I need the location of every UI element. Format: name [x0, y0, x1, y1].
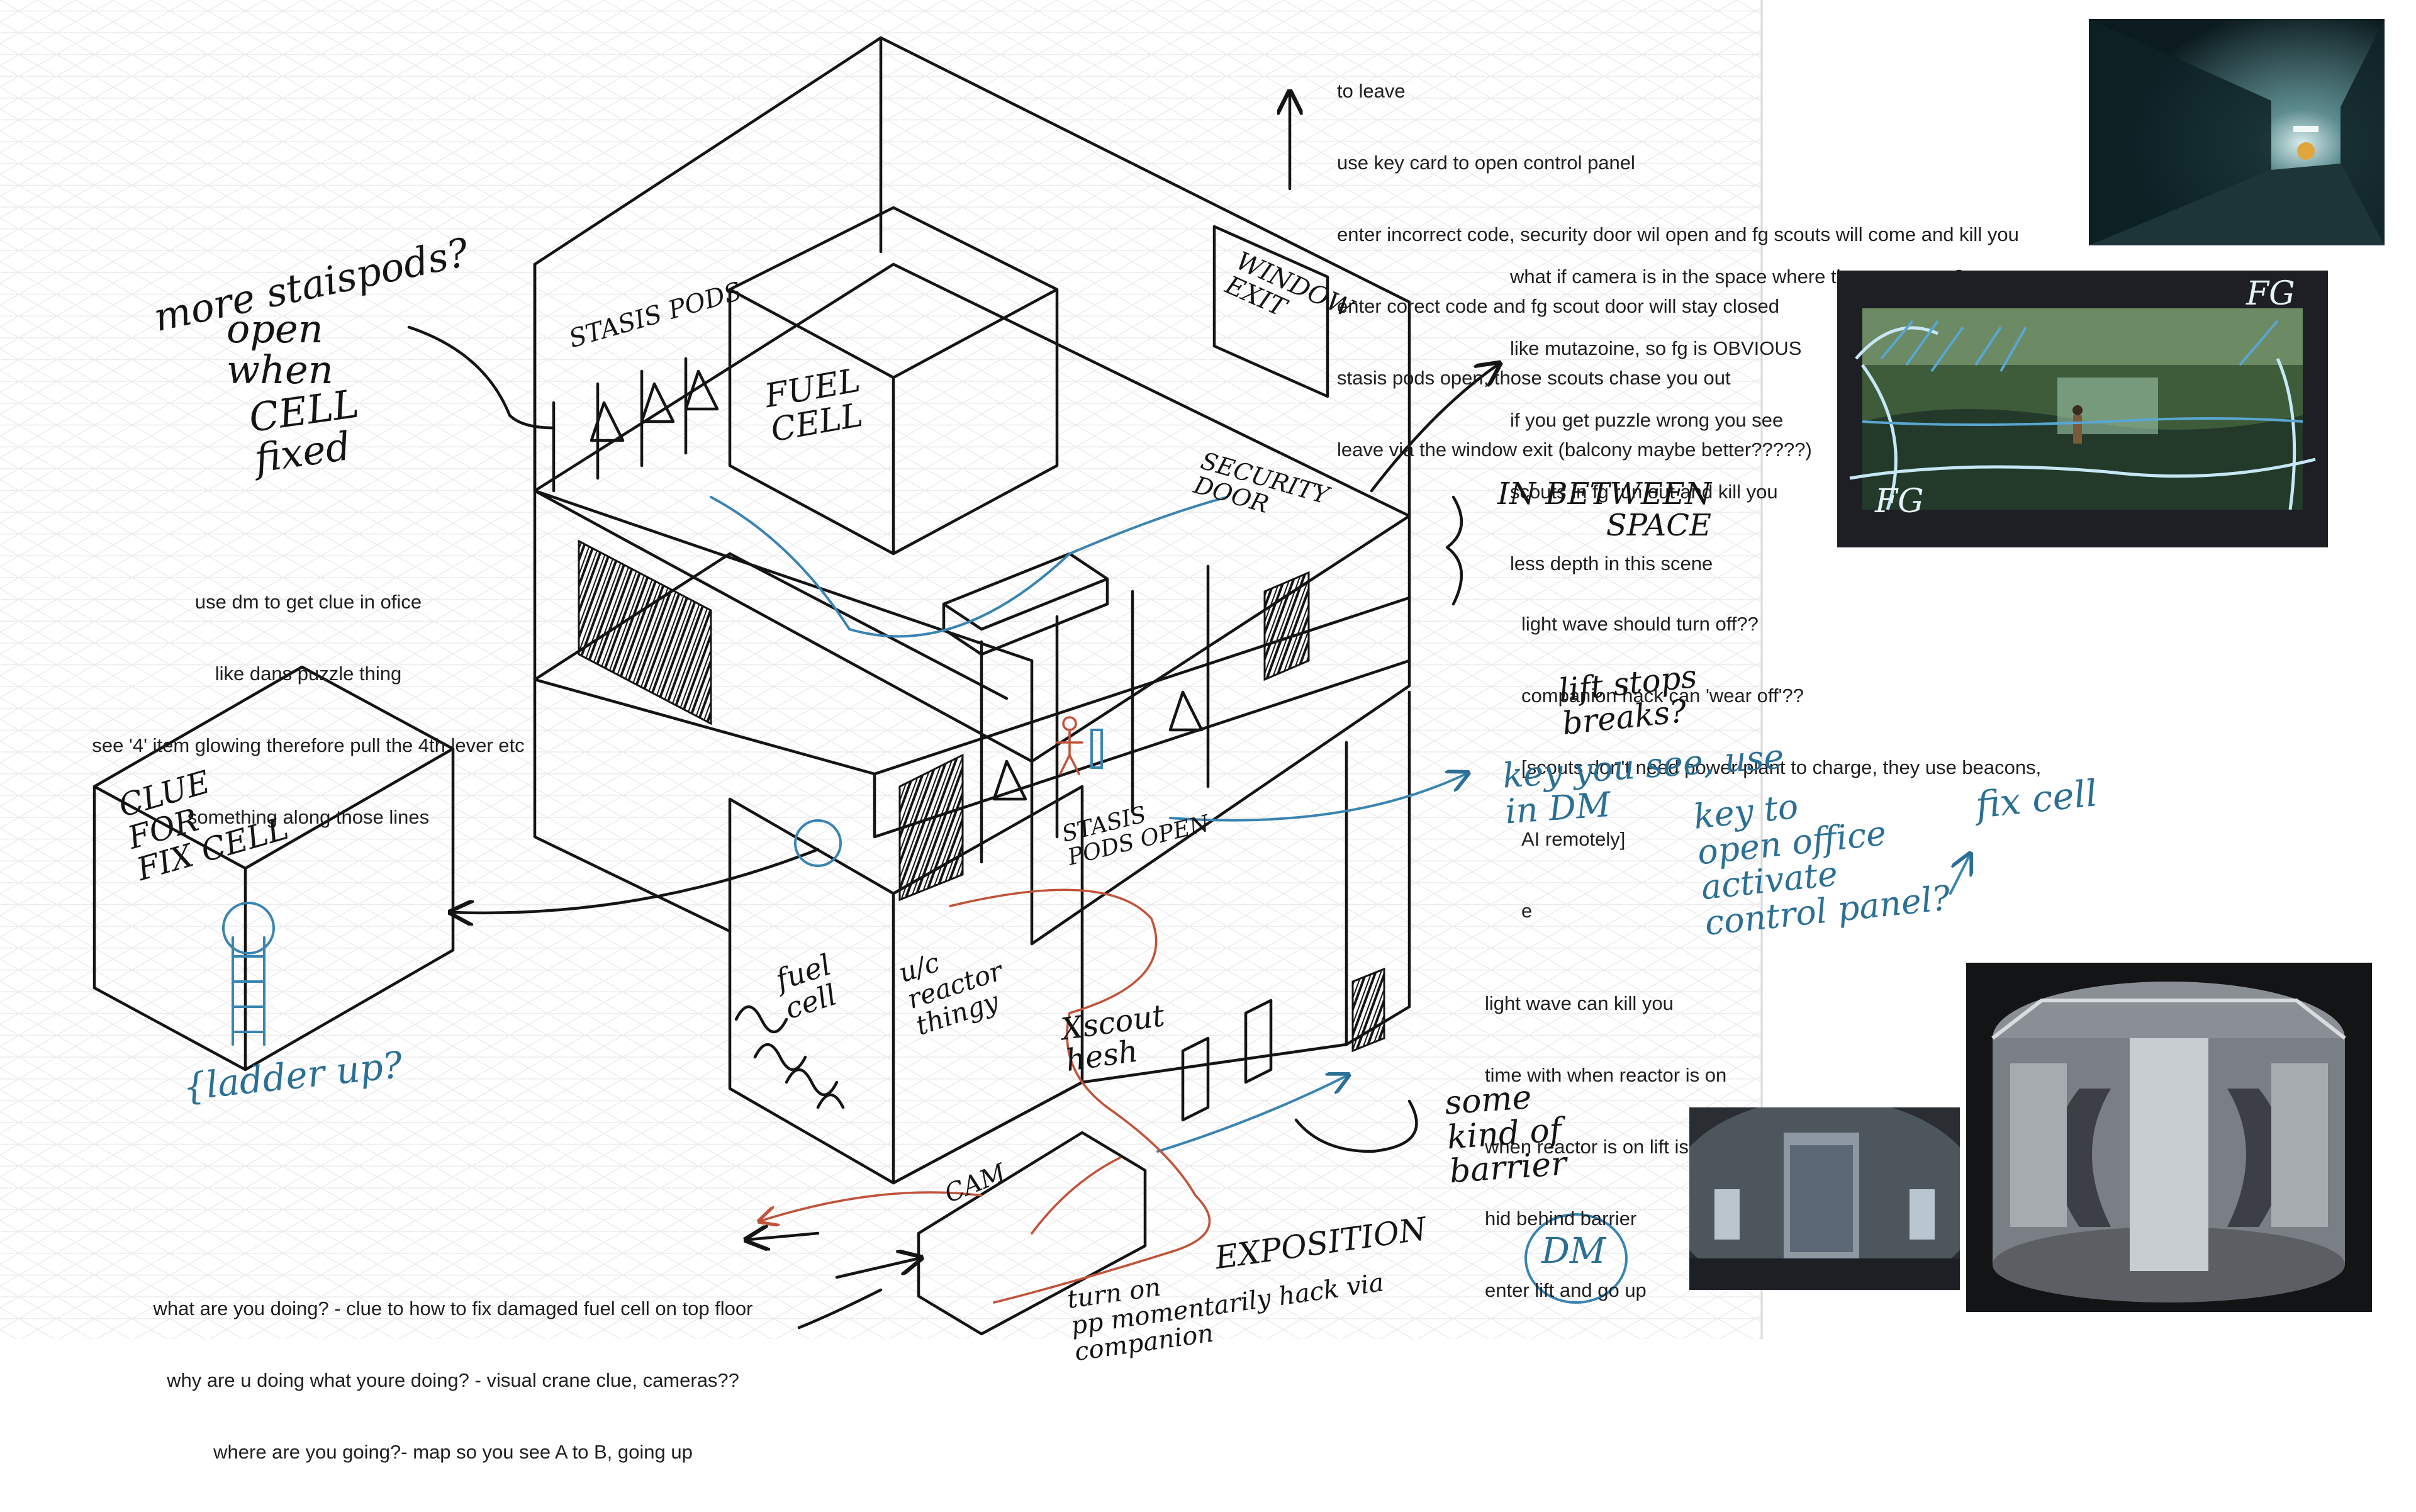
building-outline	[533, 36, 1411, 946]
note-line: stasis pods open, those scouts chase you…	[1337, 367, 1731, 389]
note-line: enter incorrect code, security door wil …	[1337, 223, 2019, 245]
ladder-circle	[222, 902, 275, 955]
pod-frames	[552, 357, 688, 493]
blue-path-top	[710, 496, 1228, 638]
note-line: why are u doing what youre doing? - visu…	[167, 1369, 739, 1391]
blue-key-arrow	[1169, 774, 1466, 822]
note-line: light wave should turn off??	[1521, 613, 1759, 635]
in-between-brace	[1445, 495, 1463, 606]
reference-image-reactor-interior	[1689, 1107, 1960, 1290]
note-line: like mutazoine, so fg is OBVIOUS	[1510, 337, 1802, 359]
note-line: light wave can kill you	[1485, 992, 1674, 1014]
hatched-area-right	[1263, 571, 1310, 681]
ground-line	[892, 1043, 1348, 1185]
hand-cell-fixed: CELL fixed	[246, 380, 362, 482]
notes-dm-block: use dm to get clue in ofice like dans pu…	[25, 542, 591, 877]
hand-lift-stops: lift stops breaks?	[1557, 658, 1699, 742]
note-line: time with when reactor is on	[1485, 1064, 1727, 1086]
hand-fg-top: FG	[2246, 275, 2295, 313]
red-route-inner	[1031, 1156, 1121, 1235]
red-person	[1056, 716, 1083, 775]
fix-cell-arrow	[1949, 856, 1969, 895]
note-line: something along those lines	[187, 806, 430, 828]
note-line: leave via the window exit (balcony maybe…	[1337, 439, 1812, 461]
hand-key-to-open: key to open office activate control pane…	[1691, 786, 1952, 943]
note-line: enter corect code and fg scout door will…	[1337, 295, 1780, 317]
hatched-area-left	[578, 539, 712, 725]
notes-lightwave-block: light wave should turn off?? companion h…	[1521, 564, 2041, 971]
note-line: like dans puzzle thing	[215, 663, 402, 685]
camera-pointer-arrow	[1370, 365, 1497, 493]
hatched-lift	[1351, 967, 1385, 1053]
barrier-pointer	[1294, 1099, 1418, 1153]
note-line: hid behind barrier	[1485, 1207, 1637, 1229]
stasis-curve-pointer	[407, 325, 556, 430]
fuel-cell-coils	[734, 1005, 845, 1109]
building-left-wall	[533, 262, 732, 933]
note-line: use key card to open control panel	[1337, 152, 1635, 174]
fuel-cell-cube	[728, 206, 1059, 556]
note-line: to leave	[1337, 80, 1406, 102]
reference-image-reactor-cutaway	[1966, 963, 2372, 1312]
note-line: less depth in this scene	[1510, 552, 1713, 574]
notes-questions-block: what are you doing? - clue to how to fix…	[101, 1249, 805, 1512]
cam-pointer-arrow	[835, 1258, 919, 1279]
stasis-row	[980, 564, 1210, 864]
hand-open-when: open when	[226, 306, 333, 393]
hatched-area-mid	[898, 753, 964, 902]
red-route-left	[761, 1191, 983, 1221]
hand-fuel-cell-top: FUEL CELL	[762, 361, 866, 449]
note-line: [scouts don't need power plant to charge…	[1521, 756, 2042, 778]
note-line: scouts in fg run out and kill you	[1510, 481, 1778, 503]
to-clue-room-arrow	[453, 848, 820, 913]
note-line: e	[1521, 900, 1533, 922]
note-line: what are you doing? - clue to how to fix…	[153, 1297, 753, 1319]
ladder	[232, 936, 266, 1046]
blue-key-card	[1090, 729, 1103, 769]
hand-in-between: IN BETWEEN SPACE	[1497, 476, 1711, 544]
notes-leave-block: to leave use key card to open control pa…	[1337, 31, 2019, 510]
note-line: use dm to get clue in ofice	[194, 591, 422, 613]
bottom-arrow-left	[749, 1233, 820, 1240]
sketch-drawing	[0, 0, 2416, 1339]
window-exit-frame	[1212, 225, 1329, 398]
note-line: see '4' item glowing therefore pull the …	[92, 734, 525, 756]
dm-circle	[1524, 1213, 1628, 1304]
cam-room	[917, 1131, 1147, 1336]
blue-marker-circle	[794, 819, 842, 867]
note-line: enter lift and go up	[1485, 1279, 1647, 1301]
note-line: if you get puzzle wrong you see	[1510, 409, 1784, 431]
walkway-bridge	[533, 596, 1411, 839]
note-line: companion hack can 'wear off'??	[1521, 685, 1804, 707]
top-floor-slab	[533, 262, 1411, 763]
barrier-posts	[1181, 999, 1273, 1122]
reference-image-corridor	[2089, 19, 2385, 245]
blue-route-bottom	[1156, 1076, 1346, 1153]
reference-image-game-scene: FG FG	[1837, 271, 2328, 547]
whiteboard-canvas: to leave use key card to open control pa…	[0, 0, 2416, 1463]
hand-some-barrier: some kind of barrier	[1443, 1078, 1568, 1191]
hand-dm-blue: DM	[1541, 1231, 1606, 1272]
pod-figures	[590, 369, 1204, 801]
red-route-main	[949, 888, 1211, 1304]
note-line: AI remotely]	[1521, 828, 1626, 850]
bottom-stroke	[797, 1288, 883, 1330]
hand-fg-bottom: FG	[1875, 483, 1924, 520]
note-line: where are you going?- map so you see A t…	[213, 1441, 693, 1463]
